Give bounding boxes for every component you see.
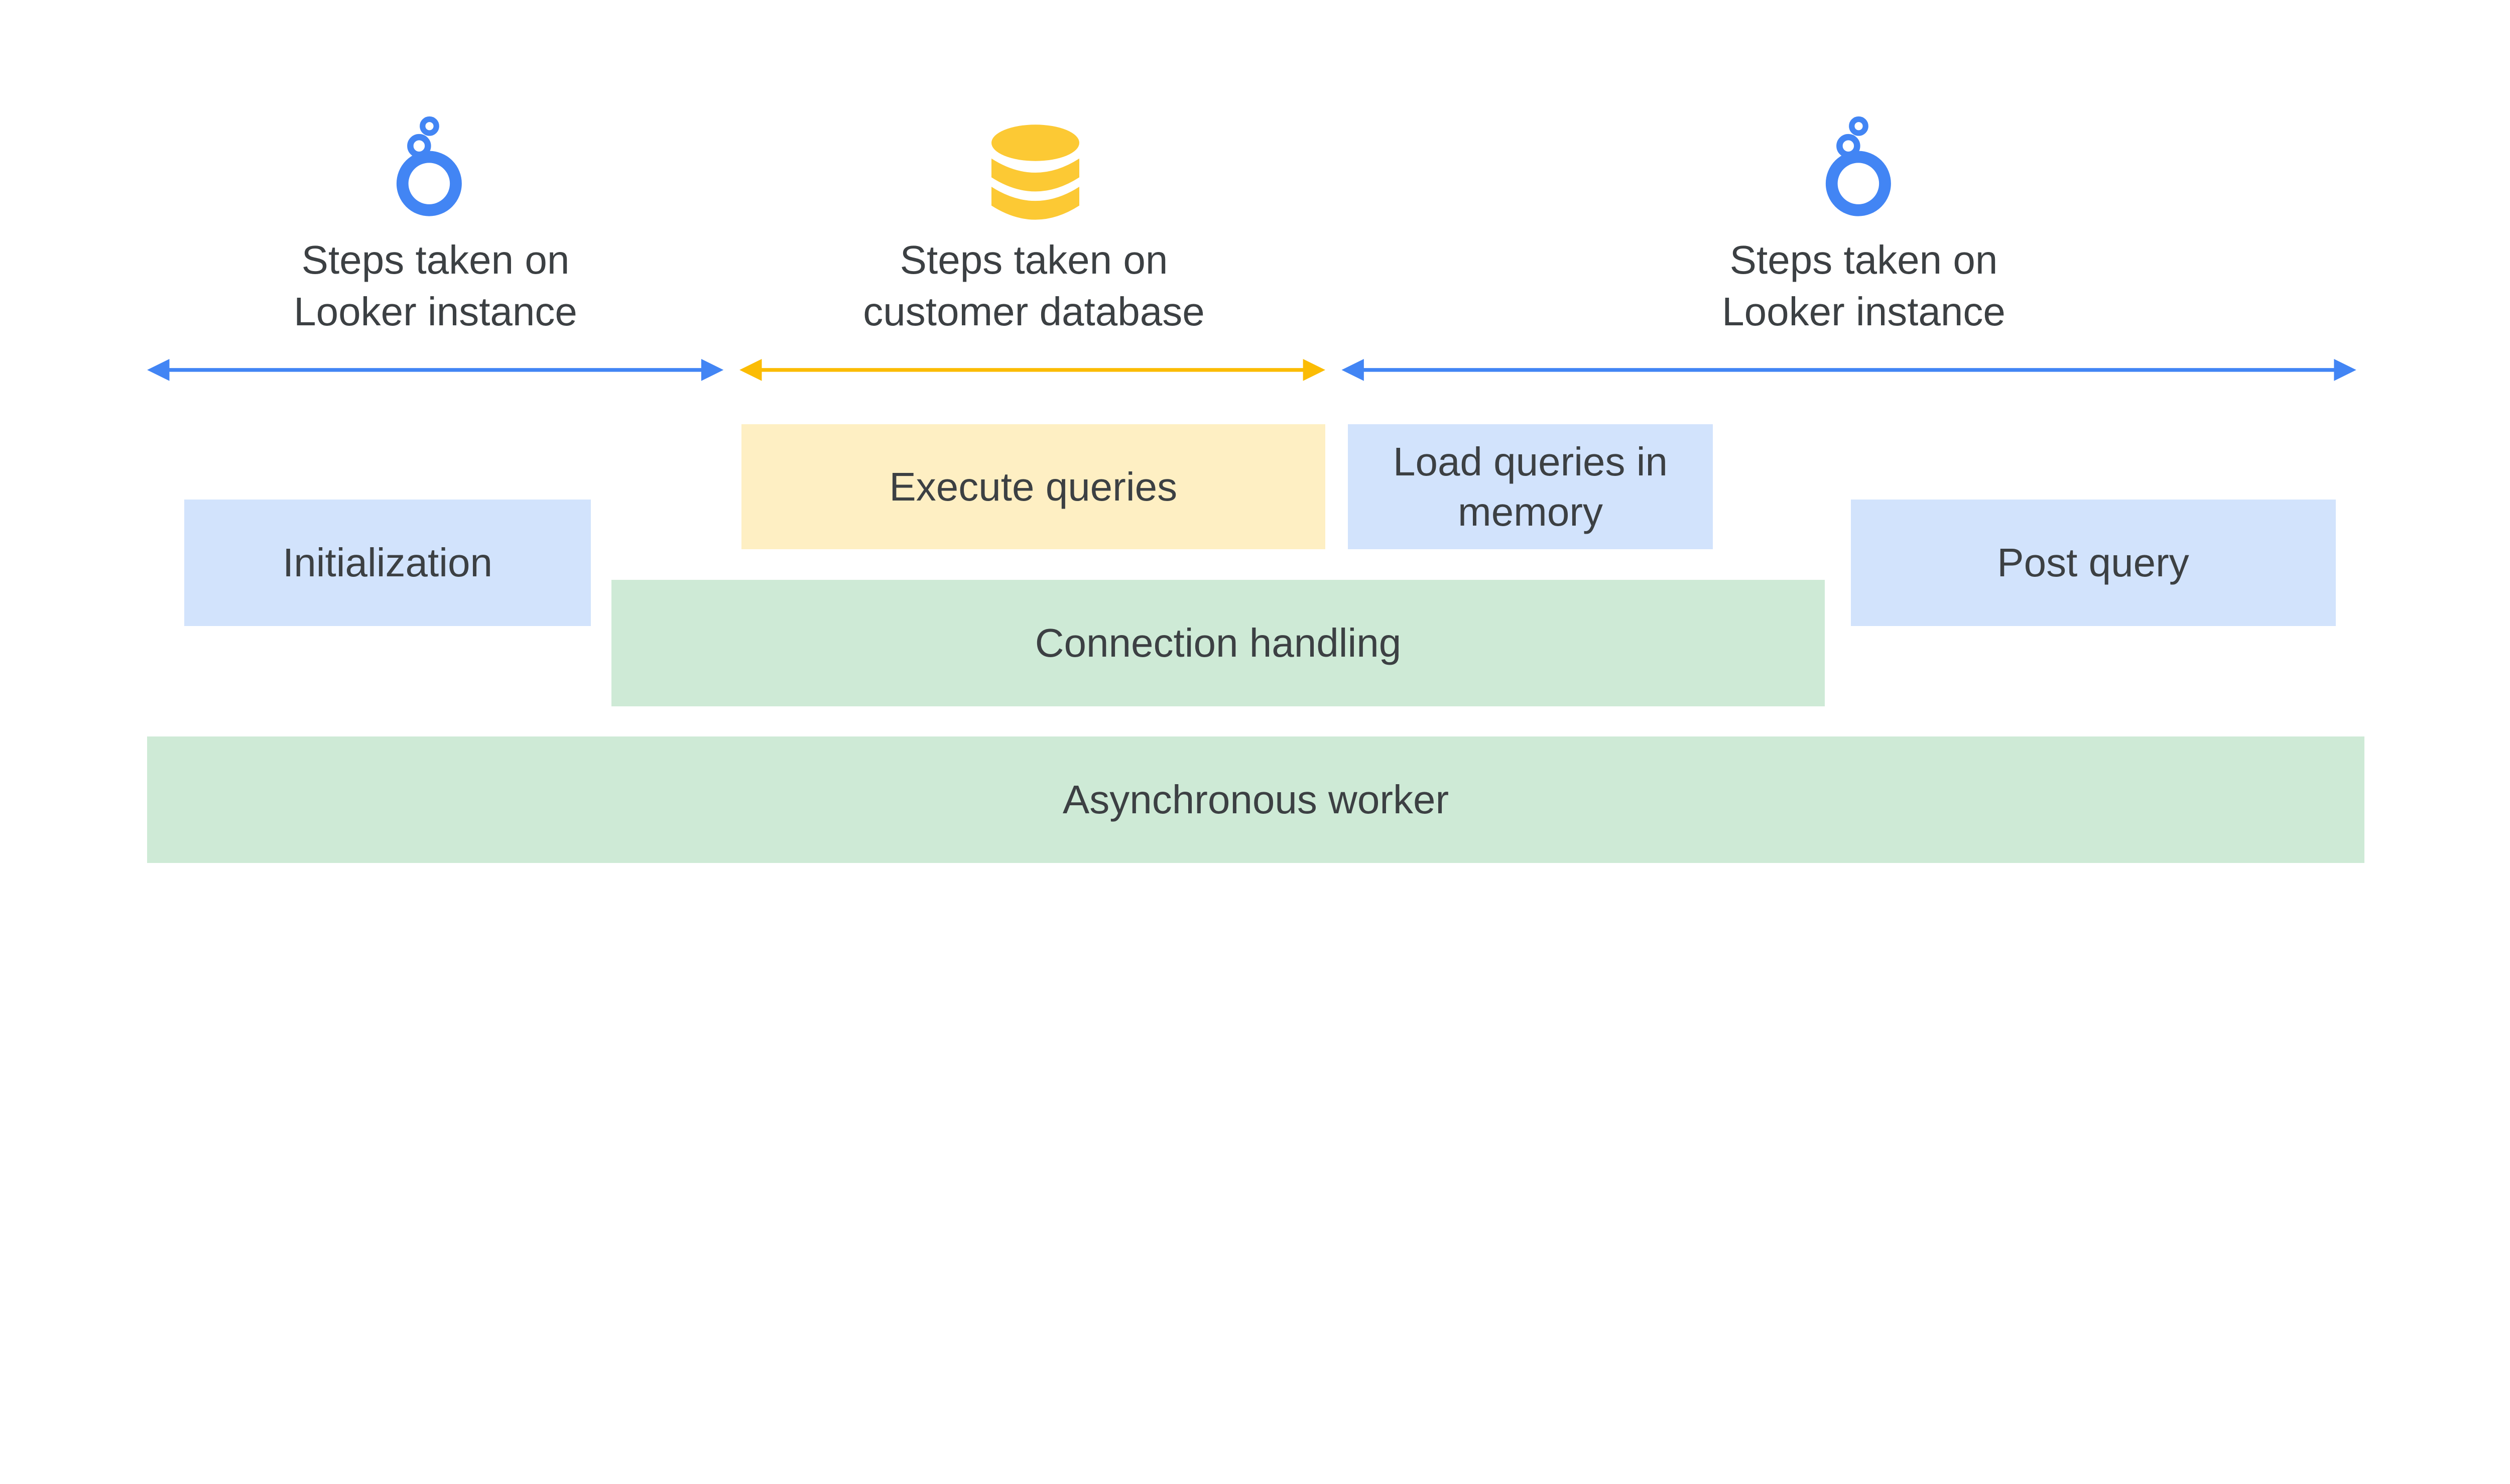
heading-line: Steps taken on [1729, 237, 1998, 282]
looker-icon [396, 116, 462, 216]
range-arrow-looker-2 [1341, 359, 2356, 381]
step-connection-handling: Connection handling [611, 579, 1825, 706]
step-load-queries: Load queries in memory [1348, 424, 1713, 549]
heading-line: Looker instance [1722, 289, 2005, 334]
section-heading-looker-1: Steps taken on Looker instance [216, 234, 655, 337]
heading-line: Steps taken on [900, 237, 1168, 282]
range-arrow-looker-1 [147, 359, 724, 381]
section-heading-database: Steps taken on customer database [814, 234, 1253, 337]
heading-line: Looker instance [294, 289, 577, 334]
step-label: Post query [1997, 540, 2189, 585]
step-label: Execute queries [889, 464, 1178, 509]
step-post-query: Post query [1850, 500, 2336, 626]
section-heading-looker-2: Steps taken on Looker instance [1644, 234, 2083, 337]
step-label: Load queries in memory [1393, 439, 1668, 534]
step-label: Initialization [282, 540, 492, 585]
heading-line: customer database [863, 289, 1205, 334]
database-icon [991, 125, 1079, 220]
looker-icon [1825, 116, 1891, 216]
heading-line: Steps taken on [301, 237, 570, 282]
step-label: Connection handling [1035, 620, 1402, 665]
step-async-worker: Asynchronous worker [147, 736, 2364, 863]
step-initialization: Initialization [184, 500, 591, 626]
step-label: Asynchronous worker [1062, 777, 1449, 822]
range-arrows [147, 359, 2356, 381]
range-arrow-database [739, 359, 1325, 381]
step-execute-queries: Execute queries [741, 424, 1325, 549]
